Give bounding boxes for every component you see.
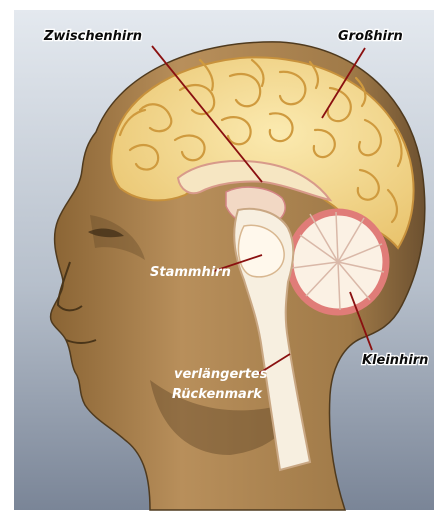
label-stammhirn: Stammhirn [150, 265, 231, 280]
label-kleinhirn: Kleinhirn [362, 353, 428, 368]
label-rueckenmark-line2: Rückenmark [172, 387, 263, 402]
label-zwischenhirn: Zwischenhirn [43, 29, 142, 44]
label-rueckenmark-line1: verlängertes [174, 367, 268, 382]
label-grosshirn: Großhirn [338, 29, 403, 44]
